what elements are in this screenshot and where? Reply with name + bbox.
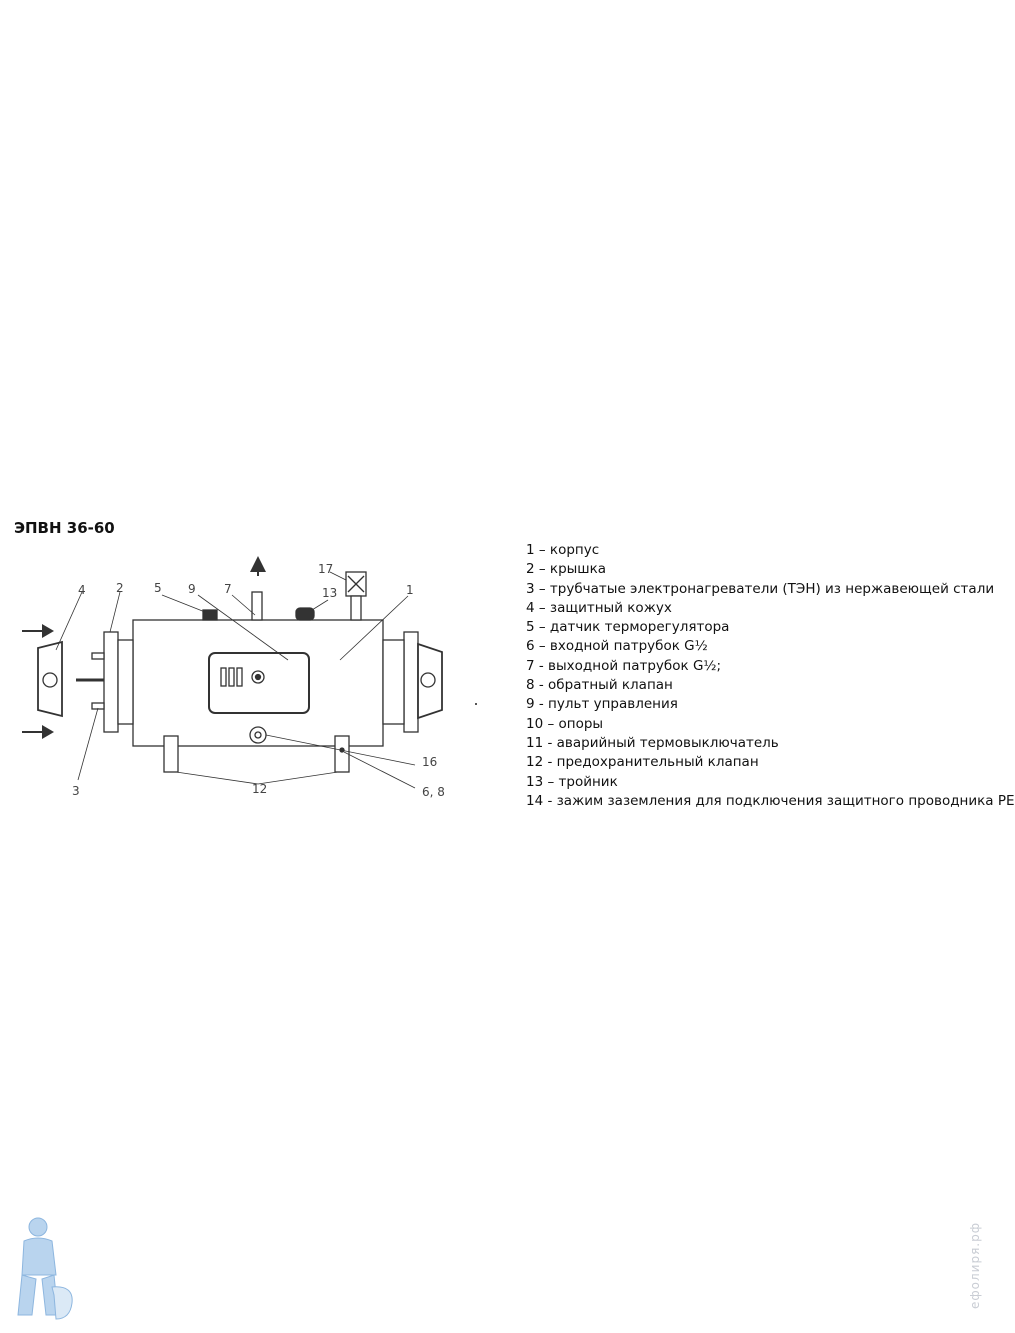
arrow-up-icon xyxy=(250,556,266,576)
legend-item: 12 - предохранительный клапан xyxy=(526,754,759,771)
support-right xyxy=(334,735,350,773)
legend-item: 3 – трубчатые электронагреватели (ТЭН) и… xyxy=(526,580,995,597)
diagram-title: ЭПВН 36-60 xyxy=(14,519,115,537)
thermostat-sensor xyxy=(202,609,218,621)
left-cover xyxy=(103,631,119,733)
right-cover xyxy=(403,631,419,733)
callout-7: 7 xyxy=(224,582,232,596)
callout-13: 13 xyxy=(322,586,337,600)
site-watermark: ефолиря.рф xyxy=(968,1222,982,1309)
legend-item: 5 – датчик терморегулятора xyxy=(526,619,730,636)
legend-item: 13 – тройник xyxy=(526,773,618,790)
support-left xyxy=(163,735,179,773)
callout-5: 5 xyxy=(154,581,162,595)
stray-dot xyxy=(475,703,477,705)
legend-item: 7 - выходной патрубок G½; xyxy=(526,657,722,674)
legend-item: 14 - зажим заземления для подключения за… xyxy=(526,792,1015,809)
callout-9: 9 xyxy=(188,582,196,596)
legend-item: 2 – крышка xyxy=(526,561,607,578)
panel-knob xyxy=(251,670,265,684)
legend-item: 11 - аварийный термовыключатель xyxy=(526,734,779,751)
parts-legend: 1 – корпус 2 – крышка 3 – трубчатые элек… xyxy=(526,541,1015,811)
legend-item: 8 - обратный клапан xyxy=(526,677,673,694)
heater-diagram: 4 2 5 9 7 17 13 1 3 12 16 6, 8 xyxy=(22,556,445,799)
panel-indicator-3 xyxy=(236,667,243,687)
callout-17: 17 xyxy=(318,562,333,576)
legend-item: 9 - пульт управления xyxy=(526,696,678,713)
outlet-pipe xyxy=(251,591,263,621)
panel-indicator-2 xyxy=(228,667,235,687)
plumber-logo-icon xyxy=(17,1217,73,1320)
panel-indicator-1 xyxy=(220,667,227,687)
callout-12: 12 xyxy=(252,782,267,796)
legend-item: 1 – корпус xyxy=(526,542,600,558)
callout-16: 16 xyxy=(422,755,437,769)
callout-2: 2 xyxy=(116,581,124,595)
callout-1: 1 xyxy=(406,583,414,597)
legend-item: 6 – входной патрубок G½ xyxy=(526,638,708,655)
arrow-right-icon xyxy=(22,624,54,638)
legend-item: 4 – защитный кожух xyxy=(526,599,672,616)
inlet-fitting xyxy=(249,726,267,744)
arrow-right-icon xyxy=(22,725,54,739)
tee-fitting xyxy=(295,607,315,621)
callout-3: 3 xyxy=(72,784,80,798)
legend-item: 10 – опоры xyxy=(526,715,604,732)
callout-6-8: 6, 8 xyxy=(422,785,445,799)
callout-4: 4 xyxy=(78,583,86,597)
